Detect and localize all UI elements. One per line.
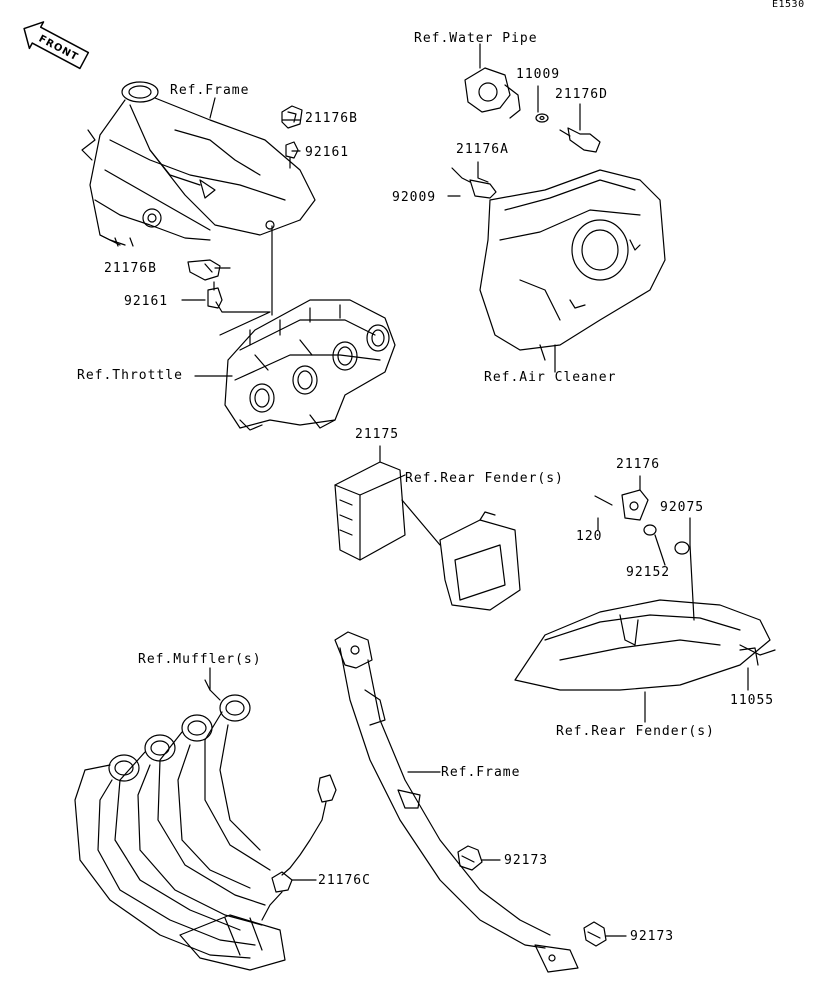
label-120: 120	[576, 529, 603, 544]
label-92173-a: 92173	[504, 853, 549, 868]
label-92161-a: 92161	[305, 145, 350, 160]
muffler-drawing	[74, 679, 286, 971]
label-21176C: 21176C	[318, 873, 371, 888]
label-21176A: 21176A	[456, 142, 509, 157]
label-11055: 11055	[730, 693, 775, 708]
air-cleaner-drawing	[479, 169, 666, 361]
clip-92075	[674, 541, 690, 555]
sensor-21176D	[559, 127, 601, 153]
rear-fender-drawing	[514, 599, 776, 691]
label-rear-fender-a: Ref.Rear Fender(s)	[405, 471, 564, 486]
label-frame-top: Ref.Frame	[170, 83, 250, 98]
grommet-92161-b	[207, 281, 223, 309]
frame-bottom-drawing	[334, 631, 579, 973]
front-arrow-icon: FRONT	[23, 21, 90, 70]
grommet-92152	[643, 524, 657, 536]
label-92152: 92152	[626, 565, 671, 580]
label-water-pipe: Ref.Water Pipe	[414, 31, 538, 46]
label-throttle: Ref.Throttle	[77, 368, 183, 383]
diagram-code: E1530	[772, 0, 805, 10]
label-92009: 92009	[392, 190, 437, 205]
label-21176B-a: 21176B	[305, 111, 358, 126]
sensor-21176B-b	[187, 259, 221, 281]
grommet-92161-a	[285, 141, 299, 169]
throttle-body-drawing	[224, 299, 396, 431]
label-21176D: 21176D	[555, 87, 608, 102]
sensor-21176A	[451, 167, 497, 199]
label-air-cleaner: Ref.Air Cleaner	[484, 370, 617, 385]
label-frame-bottom: Ref.Frame	[441, 765, 521, 780]
ecu-bracket-drawing	[439, 511, 521, 611]
clamp-92173-b	[583, 921, 607, 947]
washer-11009	[535, 113, 549, 123]
sensor-21176	[621, 489, 649, 521]
label-21175: 21175	[355, 427, 400, 442]
label-rear-fender-b: Ref.Rear Fender(s)	[556, 724, 715, 739]
sensor-21176B-a	[281, 105, 303, 129]
label-21176B-b: 21176B	[104, 261, 157, 276]
label-muffler: Ref.Muffler(s)	[138, 652, 262, 667]
label-92173-b: 92173	[630, 929, 675, 944]
water-pipe-drawing	[464, 67, 521, 119]
label-92075: 92075	[660, 500, 705, 515]
label-92161-b: 92161	[124, 294, 169, 309]
label-21176: 21176	[616, 457, 661, 472]
frame-top-drawing	[81, 81, 316, 247]
label-11009: 11009	[516, 67, 561, 82]
ecu-21175-drawing	[334, 461, 406, 561]
clamp-92173-a	[457, 845, 483, 871]
oxygen-sensor-21176C	[261, 774, 337, 921]
